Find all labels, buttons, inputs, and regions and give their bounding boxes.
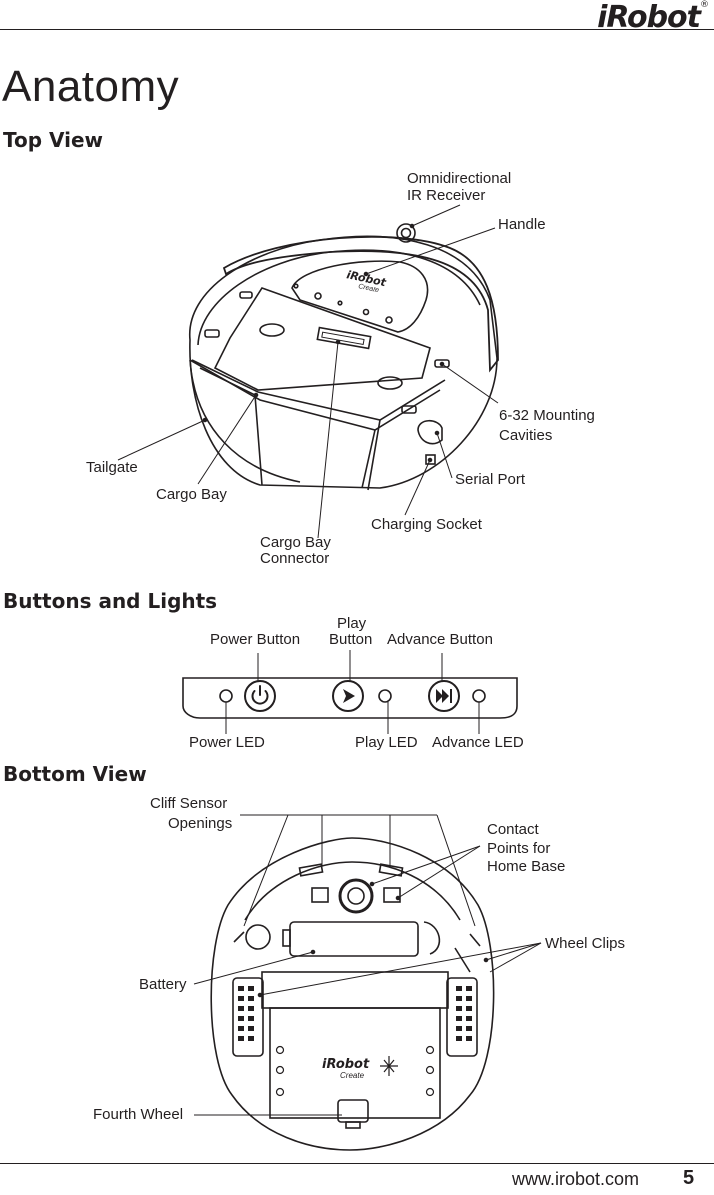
label-contact-1: Contact xyxy=(487,821,539,838)
label-mounting-1: 6-32 Mounting xyxy=(499,407,595,424)
label-battery: Battery xyxy=(139,976,187,993)
label-mounting-2: Cavities xyxy=(499,427,553,444)
label-serial-port: Serial Port xyxy=(455,471,526,488)
cargo-connector xyxy=(316,326,372,350)
label-connector-2: Connector xyxy=(260,550,330,567)
play-button-shape xyxy=(332,680,364,712)
label-connector-1: Cargo Bay xyxy=(260,534,331,551)
advance-led-shape xyxy=(472,689,486,703)
play-icon xyxy=(343,689,355,703)
power-led-shape xyxy=(219,689,233,703)
top-device-brand: iRobot xyxy=(345,268,387,289)
label-handle: Handle xyxy=(498,216,546,233)
page-number: 5 xyxy=(683,1167,695,1189)
front-caster xyxy=(338,878,374,914)
fourth-wheel xyxy=(337,1099,369,1123)
header-rule xyxy=(0,29,714,30)
label-fourth-wheel: Fourth Wheel xyxy=(93,1106,184,1123)
top-device-model: Create xyxy=(358,283,380,294)
battery-shape xyxy=(289,921,419,957)
play-led-shape xyxy=(378,689,392,703)
footer-url: www.irobot.com xyxy=(512,1169,640,1189)
page-title: Anatomy xyxy=(2,62,180,111)
robot-body-outline xyxy=(189,235,498,489)
label-power-led: Power LED xyxy=(189,734,265,751)
label-play-1: Play xyxy=(337,615,367,632)
label-advance-led: Advance LED xyxy=(432,734,524,751)
right-wheel xyxy=(446,977,478,1057)
control-panel xyxy=(291,260,429,333)
label-tailgate: Tailgate xyxy=(86,459,138,476)
label-advance-button: Advance Button xyxy=(387,631,493,648)
footer-rule xyxy=(0,1163,714,1164)
power-button-shape xyxy=(244,680,276,712)
ir-receiver xyxy=(396,223,416,243)
label-power-button: Power Button xyxy=(210,631,301,648)
bottom-view-title: Bottom View xyxy=(3,762,147,786)
robot-top-rim xyxy=(197,249,481,346)
label-cargo-bay: Cargo Bay xyxy=(156,486,227,503)
label-contact-2: Points for xyxy=(487,840,551,857)
button-panel-outline xyxy=(182,677,518,719)
top-view-title: Top View xyxy=(3,128,104,152)
serial-port-housing xyxy=(417,419,443,445)
label-charging-socket: Charging Socket xyxy=(371,516,482,533)
bottom-device-model: Create xyxy=(340,1071,365,1080)
cargo-bay-plate xyxy=(213,287,431,391)
buttons-lights-title: Buttons and Lights xyxy=(3,589,218,613)
bottom-bay-plate xyxy=(261,971,449,1009)
advance-button-shape xyxy=(428,680,460,712)
label-cliff-1: Cliff Sensor xyxy=(150,795,228,812)
label-play-led: Play LED xyxy=(355,734,418,751)
label-omni-1: Omnidirectional xyxy=(407,170,512,187)
bottom-device-brand: iRobot xyxy=(322,1057,370,1072)
handle-shape xyxy=(222,235,499,373)
bottom-body-outline xyxy=(210,837,495,1151)
advance-icon xyxy=(436,689,452,703)
label-omni-2: IR Receiver xyxy=(407,187,486,204)
left-wheel xyxy=(232,977,264,1057)
label-wheel-clips: Wheel Clips xyxy=(545,935,626,952)
cargo-bay-front xyxy=(199,367,263,486)
power-icon xyxy=(251,685,269,705)
label-contact-3: Home Base xyxy=(487,858,566,875)
label-play-2: Button xyxy=(329,631,373,648)
label-cliff-2: Openings xyxy=(168,815,233,832)
charging-socket xyxy=(425,454,436,465)
